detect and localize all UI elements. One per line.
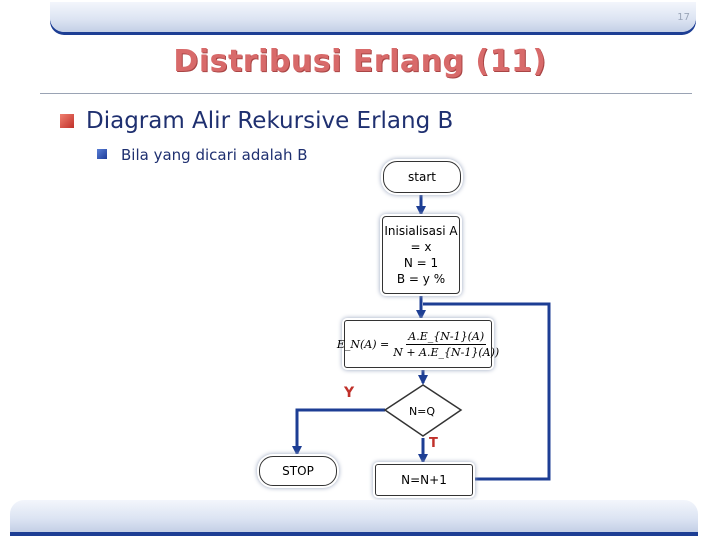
init-line-1: Inisialisasi A xyxy=(384,224,458,238)
header-bar: 17 xyxy=(50,2,696,32)
bullet-square-icon xyxy=(60,114,74,128)
init-process-box: Inisialisasi A = x N = 1 B = y % xyxy=(382,216,460,294)
init-line-2: = x xyxy=(410,240,432,254)
decision-diamond xyxy=(383,384,463,437)
stop-label: STOP xyxy=(282,464,314,478)
init-line-4: B = y % xyxy=(396,272,446,286)
formula-fraction: A.E_{N-1}(A) N + A.E_{N-1}(A)) xyxy=(393,330,499,359)
footer-bar xyxy=(10,500,698,532)
formula-denominator: N + A.E_{N-1}(A)) xyxy=(393,345,500,359)
title-divider xyxy=(40,93,692,94)
increment-label: N=N+1 xyxy=(401,473,447,487)
arrow-decision-to-stop xyxy=(292,408,385,456)
bullet-level1-text: Diagram Alir Rekursive Erlang B xyxy=(86,108,454,134)
increment-process-box: N=N+1 xyxy=(375,464,473,496)
no-branch-label: T xyxy=(429,436,438,451)
formula-numerator: A.E_{N-1}(A) xyxy=(406,329,487,345)
formula-lhs: E_N(A) = xyxy=(336,337,390,351)
page-number: 17 xyxy=(677,12,690,23)
bullet-level2-text: Bila yang dicari adalah B xyxy=(121,146,308,164)
formula-process-box: E_N(A) = A.E_{N-1}(A) N + A.E_{N-1}(A)) xyxy=(337,320,499,368)
stop-terminal: STOP xyxy=(259,456,337,486)
decision-label: N=Q xyxy=(408,405,436,418)
bullet-square-small-icon xyxy=(97,149,107,159)
init-line-3: N = 1 xyxy=(403,256,439,270)
erlang-formula: E_N(A) = A.E_{N-1}(A) N + A.E_{N-1}(A)) xyxy=(337,330,499,359)
start-label: start xyxy=(408,170,436,184)
start-terminal: start xyxy=(383,161,461,193)
arrow-loop-back xyxy=(423,302,551,481)
slide-title: Distribusi Erlang (11) xyxy=(173,44,547,79)
yes-branch-label: Y xyxy=(344,385,355,401)
